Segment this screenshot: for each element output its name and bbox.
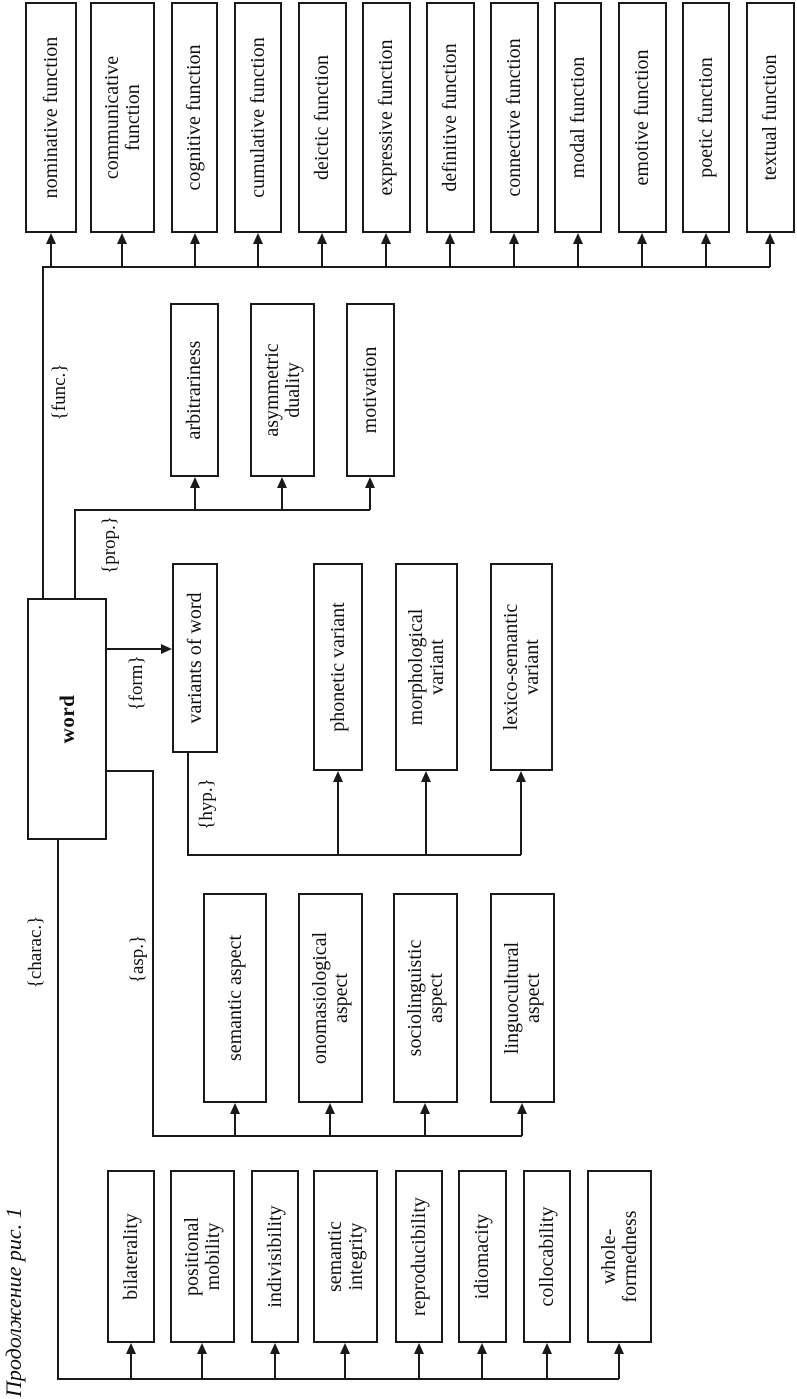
figure-caption: Продолжение рис. 1	[1, 1207, 26, 1397]
arrow-icon	[270, 1343, 280, 1354]
arrow-icon	[333, 771, 343, 782]
prop-tag: {prop.}	[99, 516, 120, 574]
arrow-icon	[701, 233, 711, 244]
node-linguocultural-aspect: linguocultural aspect	[490, 893, 555, 1103]
arrow-icon	[414, 1343, 424, 1354]
arrow-icon	[126, 1343, 136, 1354]
node-connective-function: connective function	[490, 2, 539, 233]
arrow-icon	[197, 1343, 207, 1354]
arrow-icon	[190, 477, 200, 488]
node-semantic-aspect: semantic aspect	[203, 893, 267, 1103]
arrow-icon	[517, 1103, 527, 1114]
node-indivisibility: indivisibility	[251, 1170, 299, 1343]
node-morphological-variant: morphological variant	[395, 563, 458, 771]
node-cognitive-function: cognitive function	[171, 2, 218, 233]
arrow-icon	[421, 771, 431, 782]
node-bilaterality: bilaterality	[107, 1170, 155, 1343]
node-textual-function: textual function	[746, 2, 795, 233]
node-communicative-function: communicative function	[90, 2, 155, 233]
arrow-icon	[317, 233, 327, 244]
arrow-icon	[325, 1103, 335, 1114]
node-lexico-semantic-variant: lexico-semantic variant	[490, 563, 553, 771]
arrow-icon	[477, 1343, 487, 1354]
node-onomasiological-aspect: onomasiological aspect	[298, 893, 363, 1103]
arrow-icon	[277, 477, 287, 488]
hyp-connector	[187, 753, 526, 856]
arrow-icon	[117, 233, 127, 244]
arrow-icon	[365, 477, 375, 488]
asp-connector	[107, 770, 527, 1137]
func-tag: {func.}	[49, 363, 70, 421]
arrow-icon	[230, 1103, 240, 1114]
arrow-icon	[46, 233, 56, 244]
node-nominative-function: nominative function	[25, 2, 77, 233]
node-reproducibility: reproducibility	[395, 1170, 443, 1343]
node-arbitrariness: arbitrariness	[170, 303, 219, 477]
arrow-icon	[637, 233, 647, 244]
arrow-icon	[765, 233, 775, 244]
asp-tag: {asp.}	[127, 934, 148, 984]
arrow-icon	[253, 233, 263, 244]
form-tag: {form}	[126, 655, 147, 711]
arrow-icon	[573, 233, 583, 244]
node-phonetic-variant: phonetic variant	[313, 563, 363, 771]
arrow-icon	[161, 644, 172, 654]
node-collocability: collocability	[523, 1170, 571, 1343]
node-cumulative-function: cumulative function	[234, 2, 282, 233]
node-positional-mobility: positional mobility	[170, 1170, 235, 1343]
arrow-icon	[445, 233, 455, 244]
node-variants-of-word: variants of word	[172, 563, 218, 753]
arrow-icon	[542, 1343, 552, 1354]
node-sociolinguistic-aspect: sociolinguistic aspect	[393, 893, 458, 1103]
node-poetic-function: poetic function	[682, 2, 730, 233]
arrow-icon	[614, 1343, 624, 1354]
arrow-icon	[190, 233, 200, 244]
form-connector	[107, 644, 172, 654]
arrow-icon	[381, 233, 391, 244]
arrow-icon	[420, 1103, 430, 1114]
node-word: word	[27, 598, 107, 840]
node-modal-function: modal function	[554, 2, 602, 233]
node-deictic-function: deictic function	[298, 2, 347, 233]
node-semantic-integrity: semantic integrity	[313, 1170, 378, 1343]
node-motivation: motivation	[346, 303, 395, 477]
charac-tag: {charac.}	[25, 915, 46, 989]
node-whole-formedness: whole- formedness	[587, 1170, 652, 1343]
arrow-icon	[516, 771, 526, 782]
hyp-tag: {hyp.}	[196, 778, 217, 830]
node-emotive-function: emotive function	[618, 2, 667, 233]
node-asymmetric-duality: asymmetric duality	[250, 303, 315, 477]
node-expressive-function: expressive function	[362, 2, 411, 233]
arrow-icon	[340, 1343, 350, 1354]
node-definitive-function: definitive function	[426, 2, 475, 233]
prop-connector	[74, 477, 375, 598]
charac-connector	[57, 840, 624, 1380]
func-connector	[42, 233, 775, 598]
arrow-icon	[509, 233, 519, 244]
node-idiomacity: idiomacity	[458, 1170, 507, 1343]
